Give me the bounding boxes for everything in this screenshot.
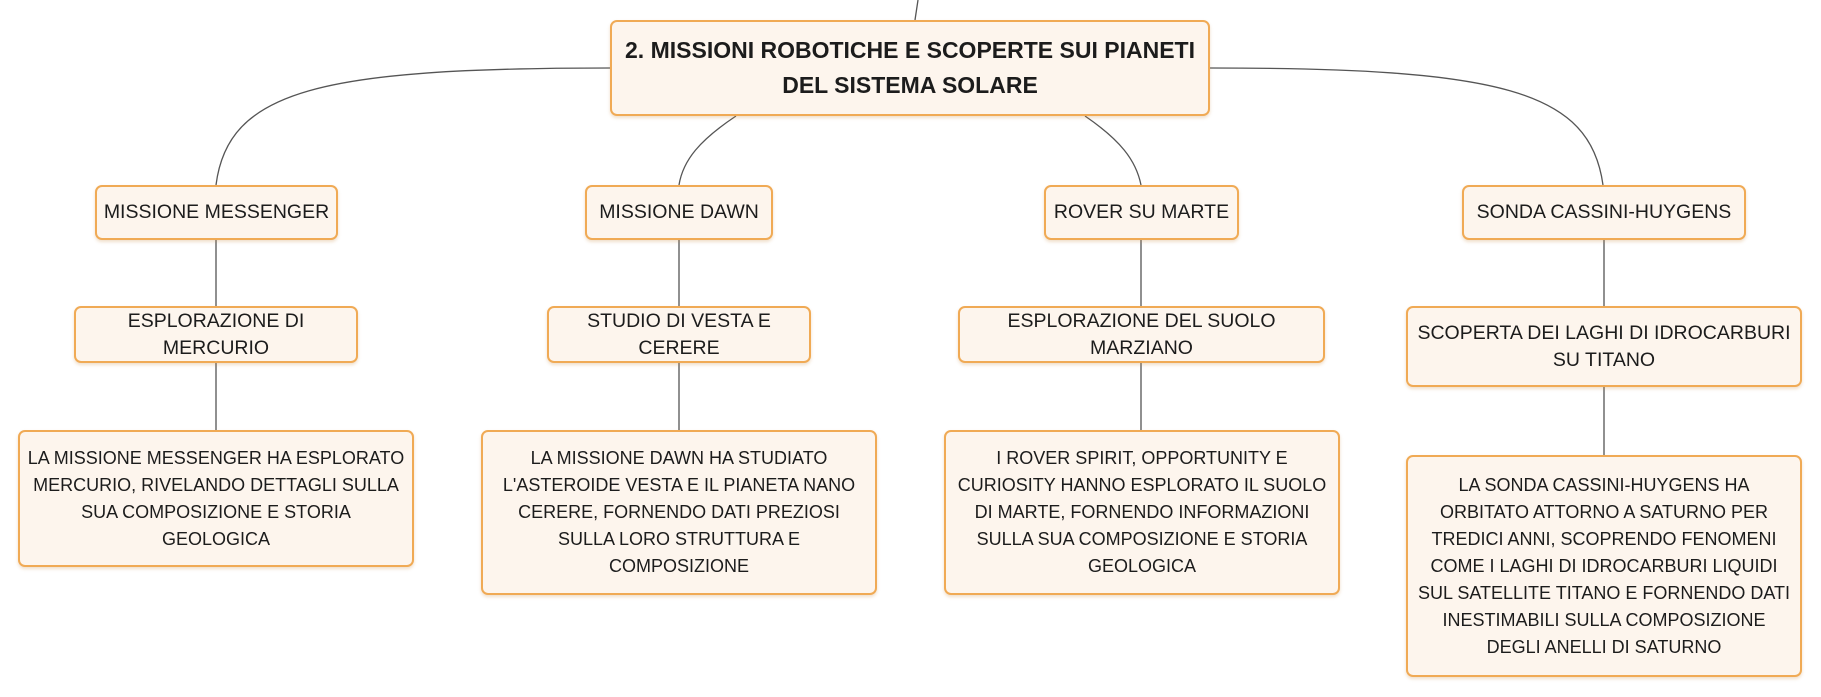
connector-root-to-mars xyxy=(1084,115,1142,186)
detail-node-messenger[interactable]: LA MISSIONE MESSENGER HA ESPLORATO MERCU… xyxy=(18,430,414,567)
mission-node-messenger[interactable]: MISSIONE MESSENGER xyxy=(95,185,338,240)
mission-node-cassini-huygens[interactable]: SONDA CASSINI-HUYGENS xyxy=(1462,185,1746,240)
mission-node-dawn[interactable]: MISSIONE DAWN xyxy=(585,185,773,240)
connector-root-to-dawn xyxy=(678,115,737,186)
connector-parent-to-root xyxy=(914,0,919,21)
topic-label: SCOPERTA DEI LAGHI DI IDROCARBURI SU TIT… xyxy=(1417,321,1791,371)
detail-text: LA MISSIONE DAWN HA STUDIATO L'ASTEROIDE… xyxy=(502,448,856,576)
mission-label: ROVER SU MARTE xyxy=(1053,201,1230,223)
mission-label: MISSIONE MESSENGER xyxy=(103,201,330,223)
mission-node-rover-marte[interactable]: ROVER SU MARTE xyxy=(1044,185,1239,240)
mission-label: SONDA CASSINI-HUYGENS xyxy=(1476,201,1732,223)
topic-node-suolo-marziano[interactable]: ESPLORAZIONE DEL SUOLO MARZIANO xyxy=(958,306,1325,363)
topic-node-vesta-cerere[interactable]: STUDIO DI VESTA E CERERE xyxy=(547,306,811,363)
detail-text: LA MISSIONE MESSENGER HA ESPLORATO MERCU… xyxy=(27,447,405,549)
topic-label: ESPLORAZIONE DI MERCURIO xyxy=(127,309,305,359)
detail-node-dawn[interactable]: LA MISSIONE DAWN HA STUDIATO L'ASTEROIDE… xyxy=(481,430,877,595)
detail-text: I ROVER SPIRIT, OPPORTUNITY E CURIOSITY … xyxy=(957,448,1327,576)
topic-node-titano[interactable]: SCOPERTA DEI LAGHI DI IDROCARBURI SU TIT… xyxy=(1406,306,1802,387)
topic-node-mercurio[interactable]: ESPLORAZIONE DI MERCURIO xyxy=(74,306,358,363)
topic-label: ESPLORAZIONE DEL SUOLO MARZIANO xyxy=(1007,309,1276,359)
detail-node-rover[interactable]: I ROVER SPIRIT, OPPORTUNITY E CURIOSITY … xyxy=(944,430,1340,595)
detail-text: LA SONDA CASSINI-HUYGENS HA ORBITATO ATT… xyxy=(1417,474,1791,657)
root-node-label: 2. MISSIONI ROBOTICHE E SCOPERTE SUI PIA… xyxy=(625,37,1195,98)
connector-root-to-messenger xyxy=(215,67,611,186)
connector-root-to-cassini xyxy=(1209,67,1604,186)
detail-node-cassini[interactable]: LA SONDA CASSINI-HUYGENS HA ORBITATO ATT… xyxy=(1406,455,1802,677)
mission-label: MISSIONE DAWN xyxy=(599,201,759,223)
topic-label: STUDIO DI VESTA E CERERE xyxy=(587,309,771,359)
root-node[interactable]: 2. MISSIONI ROBOTICHE E SCOPERTE SUI PIA… xyxy=(610,20,1210,116)
